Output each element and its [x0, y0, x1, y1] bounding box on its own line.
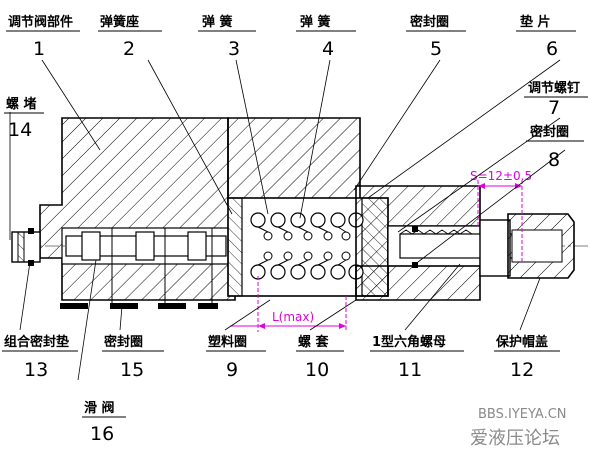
label-4-number: 4 [322, 38, 334, 60]
label-group-2: 弹簧座 2 [100, 14, 139, 60]
label-9-number: 9 [226, 359, 238, 381]
label-12-text: 保护帽盖 [495, 334, 548, 350]
label-1-number: 1 [33, 38, 45, 60]
label-13-text: 组合密封垫 [4, 334, 69, 350]
label-group-13: 组合密封垫 13 [4, 334, 69, 381]
label-group-3: 弹 簧 3 [202, 14, 240, 60]
label-group-8: 密封圈 8 [529, 124, 569, 171]
seal-rings-bottom [60, 303, 218, 309]
label-11-number: 11 [398, 359, 422, 381]
label-group-1: 调节阀部件 1 [8, 14, 73, 60]
label-underlines [2, 30, 588, 418]
label-11-text: 1型六角螺母 [372, 334, 446, 350]
label-5-text: 密封圈 [409, 14, 449, 30]
label-7-text: 调节螺钉 [528, 80, 580, 96]
label-14-text: 螺 堵 [6, 96, 37, 112]
watermark-url: BBS.IYEYA.CN [478, 407, 567, 422]
watermark-site: 爱液压论坛 [470, 428, 560, 449]
spring-inner [257, 226, 351, 266]
label-15-text: 密封圈 [103, 334, 143, 350]
length-dimension-label: L(max) [272, 310, 314, 324]
protective-cap [479, 213, 575, 279]
label-8-text: 密封圈 [529, 124, 569, 140]
watermark: BBS.IYEYA.CN 爱液压论坛 [470, 407, 567, 449]
label-8-number: 8 [548, 149, 560, 171]
label-2-text: 弹簧座 [100, 14, 139, 30]
label-group-7: 调节螺钉 7 [528, 80, 580, 119]
dimension-stroke: S=12±0.5 [470, 169, 532, 262]
screw-sleeve [355, 185, 521, 301]
label-group-10: 螺 套 10 [298, 334, 330, 381]
label-2-number: 2 [123, 38, 135, 60]
label-3-text: 弹 簧 [202, 14, 233, 30]
label-6-text: 垫 片 [520, 14, 551, 30]
label-group-15: 密封圈 15 [103, 334, 144, 381]
label-group-11: 1型六角螺母 11 [372, 334, 446, 381]
label-3-number: 3 [228, 38, 240, 60]
label-16-text: 滑 阀 [84, 400, 115, 416]
plug-and-seal [11, 228, 41, 266]
label-10-number: 10 [305, 359, 329, 381]
label-12-number: 12 [510, 359, 534, 381]
label-group-6: 垫 片 6 [520, 14, 558, 60]
label-group-9: 塑料圈 9 [208, 334, 247, 381]
spool-valve [65, 228, 227, 308]
label-4-text: 弹 簧 [300, 14, 331, 30]
dimension-length: L(max) [230, 276, 347, 332]
label-6-number: 6 [546, 38, 558, 60]
stroke-dimension-label: S=12±0.5 [470, 169, 532, 183]
label-group-14: 螺 堵 14 [6, 96, 37, 141]
label-13-number: 13 [24, 359, 48, 381]
label-group-12: 保护帽盖 12 [495, 334, 548, 381]
spring-outer [250, 212, 364, 280]
label-14-number: 14 [8, 119, 32, 141]
label-1-text: 调节阀部件 [8, 14, 73, 30]
leader-lines [9, 59, 566, 381]
label-group-5: 密封圈 5 [409, 14, 449, 60]
label-5-number: 5 [430, 38, 442, 60]
label-10-text: 螺 套 [298, 334, 330, 350]
label-group-4: 弹 簧 4 [300, 14, 334, 60]
label-7-number: 7 [548, 97, 560, 119]
label-group-16: 滑 阀 16 [84, 400, 115, 445]
label-16-number: 16 [90, 423, 114, 445]
label-15-number: 15 [120, 359, 144, 381]
label-9-text: 塑料圈 [208, 334, 247, 350]
